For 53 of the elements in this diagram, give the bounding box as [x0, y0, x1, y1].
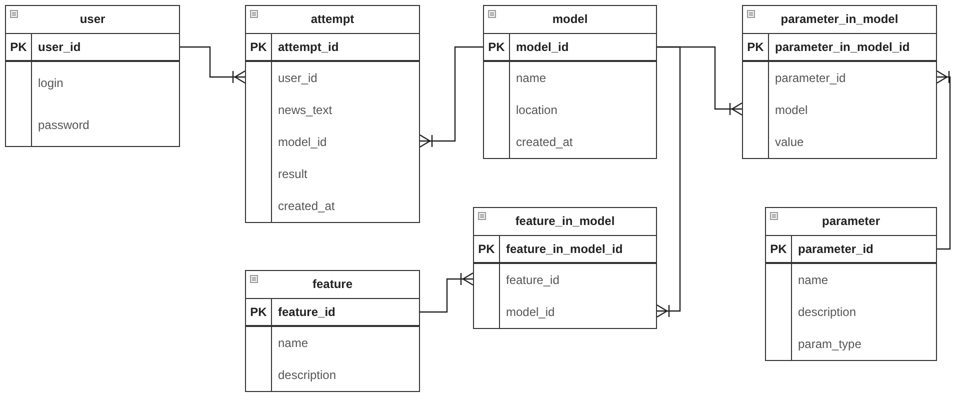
- entity-table: [742, 5, 937, 159]
- primary-key-label: PK: [747, 40, 764, 54]
- primary-key-label: PK: [250, 40, 267, 54]
- table-title: attempt: [310, 11, 354, 28]
- field-name: model: [775, 103, 808, 117]
- field-name: user_id: [278, 71, 318, 85]
- primary-key-label: PK: [10, 40, 27, 54]
- table-title: parameter_in_model: [780, 11, 898, 28]
- relationship-line: [936, 70, 951, 250]
- field-name: created_at: [278, 199, 335, 213]
- relationship-line: [180, 46, 246, 84]
- field-name: model_id: [516, 40, 569, 54]
- table-title: model: [552, 11, 588, 28]
- field-name: user_id: [38, 40, 81, 54]
- entity-table: [473, 207, 657, 329]
- primary-key-label: PK: [250, 305, 267, 319]
- table-title: feature: [312, 276, 352, 293]
- entity-table: [765, 207, 937, 361]
- field-name: feature_in_model_id: [506, 242, 623, 256]
- relationship-line: [656, 46, 681, 318]
- field-name: attempt_id: [278, 40, 339, 54]
- table-title: parameter: [822, 213, 880, 230]
- field-name: feature_id: [278, 305, 336, 319]
- entity-table: [483, 5, 657, 159]
- field-name: created_at: [516, 135, 573, 149]
- field-name: model_id: [278, 135, 327, 149]
- relationship-line: [420, 272, 474, 313]
- relationship-line: [420, 46, 483, 148]
- table-title: user: [80, 11, 106, 28]
- entity-table: [245, 270, 420, 392]
- field-name: name: [516, 71, 546, 85]
- field-name: login: [38, 76, 64, 90]
- field-name: feature_id: [506, 273, 560, 287]
- entity-table: [5, 5, 180, 147]
- field-name: name: [798, 273, 828, 287]
- field-name: password: [38, 118, 90, 132]
- field-name: parameter_id: [798, 242, 874, 256]
- field-name: result: [278, 167, 308, 181]
- field-name: description: [278, 368, 336, 382]
- field-name: description: [798, 305, 856, 319]
- field-name: param_type: [798, 337, 862, 351]
- table-title: feature_in_model: [515, 213, 615, 230]
- field-name: parameter_id: [775, 71, 846, 85]
- entity-table: [245, 5, 420, 223]
- field-name: name: [278, 336, 308, 350]
- field-name: value: [775, 135, 804, 149]
- primary-key-label: PK: [478, 242, 495, 256]
- field-name: model_id: [506, 305, 555, 319]
- field-name: news_text: [278, 103, 332, 117]
- field-name: parameter_in_model_id: [775, 40, 910, 54]
- field-name: location: [516, 103, 558, 117]
- primary-key-label: PK: [770, 242, 787, 256]
- primary-key-label: PK: [488, 40, 505, 54]
